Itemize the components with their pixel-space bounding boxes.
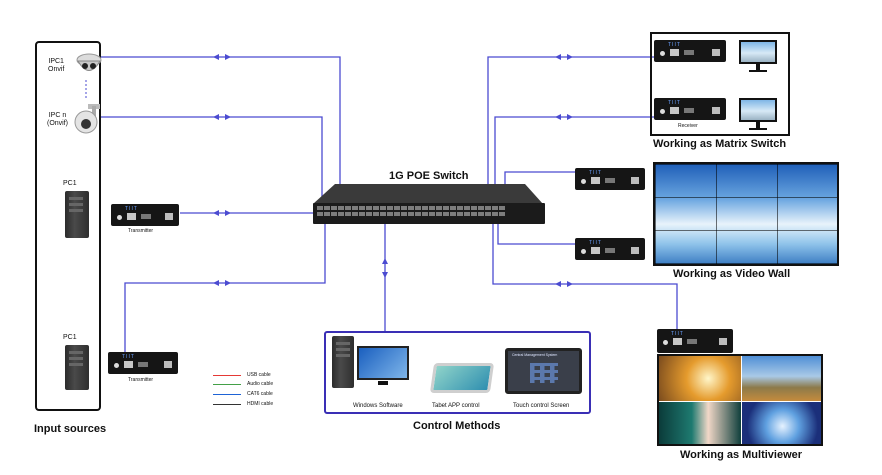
monitor-stand <box>756 64 760 70</box>
legend-cat6-swatch <box>213 394 241 395</box>
video-wall <box>653 162 839 266</box>
pc2-tower-icon <box>65 345 89 390</box>
ipc1-label: IPC1 Onvif <box>48 58 65 73</box>
control-methods-caption: Control Methods <box>413 420 501 432</box>
poe-switch-top <box>313 184 543 204</box>
monitor-base <box>749 128 767 130</box>
input-sources-caption: Input sources <box>34 423 107 435</box>
transmitter2-label: Transmitter <box>128 377 154 383</box>
control-methods-frame <box>324 331 591 414</box>
touch-screen-icon: Central Management System <box>505 348 582 394</box>
poe-switch-device <box>313 203 545 224</box>
pc1-label: PC1 <box>63 180 77 187</box>
multiview-quad-4 <box>742 402 821 444</box>
pc1-tower-icon <box>65 191 89 238</box>
link-wall2 <box>497 222 578 245</box>
link-matrix2 <box>494 116 655 205</box>
transmitter-device: TIIT <box>111 204 179 226</box>
video-wall-grid <box>655 164 837 264</box>
monitor-base <box>749 70 767 72</box>
desktop-pc-icon <box>332 336 354 388</box>
tablet-icon <box>429 363 495 393</box>
legend-hdmi-swatch <box>213 404 241 405</box>
monitor-stand <box>756 122 760 128</box>
monitor-icon <box>739 98 777 122</box>
control-tablet-label: Tabet APP control <box>432 403 480 409</box>
receiver-label: Receiver <box>678 123 698 129</box>
desktop-monitor-icon <box>357 346 409 380</box>
matrix-caption: Working as Matrix Switch <box>653 138 787 150</box>
input-sources-frame <box>35 41 101 411</box>
legend-usb-label: USB cable <box>247 372 271 378</box>
link-ipc1 <box>100 56 341 205</box>
videowall-caption: Working as Video Wall <box>673 268 791 280</box>
receiver-device: TIIT <box>654 98 726 120</box>
receiver-device: TIIT <box>654 40 726 62</box>
receiver-device: TIIT <box>575 238 645 260</box>
touch-screen-tiles <box>530 363 558 383</box>
monitor-icon <box>739 40 777 64</box>
multiview-quad-3 <box>659 402 741 444</box>
desktop-monitor-stand <box>378 381 388 385</box>
ipcn-label: IPC n (Onvif) <box>47 112 68 127</box>
legend-cat6-label: CAT6 cable <box>247 391 273 397</box>
multiview-quad-2 <box>742 356 821 401</box>
matrix-switch-frame <box>650 32 790 136</box>
link-matrix1 <box>487 56 655 205</box>
transmitter-device: TIIT <box>108 352 178 374</box>
control-windows-label: Windows Software <box>353 403 403 409</box>
link-ipcn <box>100 116 323 205</box>
multiview-quad-1 <box>659 356 741 401</box>
multiviewer-caption: Working as Multiviewer <box>680 449 803 461</box>
legend-audio-label: Audio cable <box>247 381 274 387</box>
pc2-label: PC1 <box>63 334 77 341</box>
multiviewer-screen <box>657 354 823 446</box>
touch-screen-title: Central Management System <box>512 353 558 357</box>
cable-legend: USB cable Audio cable CAT6 cable HDMI ca… <box>213 371 293 411</box>
link-transmitter2 <box>124 222 326 355</box>
switch-title: 1G POE Switch <box>389 170 469 182</box>
dome-camera-icon <box>76 53 102 71</box>
legend-usb-swatch <box>213 375 241 376</box>
legend-hdmi-label: HDMI cable <box>247 401 274 407</box>
control-touch-label: Touch control Screen <box>513 403 570 409</box>
legend-audio-swatch <box>213 384 241 385</box>
ptz-camera-icon <box>74 104 100 134</box>
transmitter1-label: Transmitter <box>128 228 154 234</box>
receiver-device: TIIT <box>575 168 645 190</box>
link-multiviewer <box>492 222 678 330</box>
receiver-device: TIIT <box>657 329 733 353</box>
